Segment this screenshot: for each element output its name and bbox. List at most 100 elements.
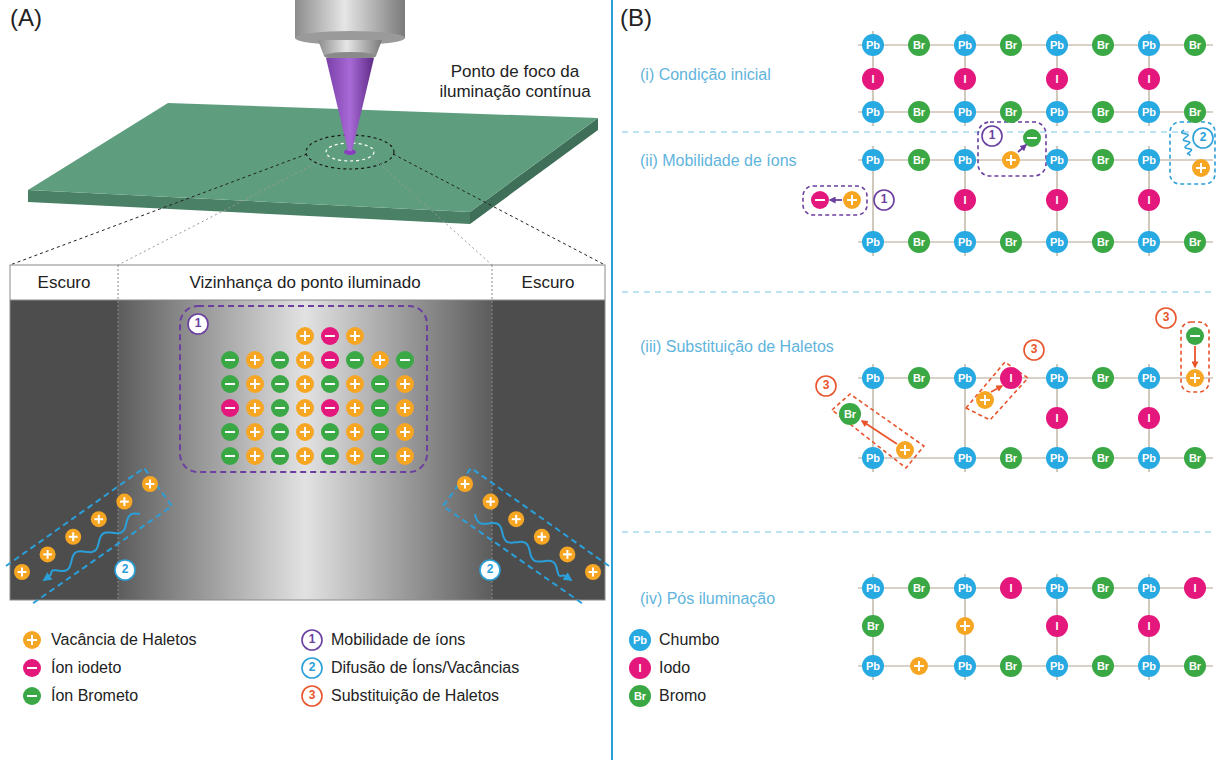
atom-symbol: Pb: [1142, 373, 1156, 384]
atom-symbol: I: [1147, 74, 1150, 85]
atom-symbol: Br: [1097, 40, 1109, 51]
callout-number: 2: [122, 563, 129, 577]
legend-entry: Íon Brometo: [21, 685, 138, 707]
bromide-ion: [396, 351, 414, 369]
bromine-atom: Br: [1092, 149, 1114, 171]
halide-vacancy: [296, 375, 314, 393]
legend-swatch: [629, 657, 651, 679]
iodide-ion: [811, 191, 829, 209]
atom-symbol: Pb: [958, 155, 972, 166]
bromide-ion: [400, 359, 410, 361]
halide-vacancy: [246, 351, 264, 369]
halide-vacancy: [142, 476, 158, 492]
atom-symbol: Pb: [958, 40, 972, 51]
light-cone: [326, 58, 374, 151]
halide-vacancy: [254, 403, 256, 413]
iodine-atom: I: [1138, 189, 1160, 211]
atom-symbol: Pb: [1050, 453, 1064, 464]
halide-vacancy: [1010, 155, 1012, 165]
zoom-panel: [118, 300, 492, 600]
halide-vacancy: [346, 447, 364, 465]
halide-vacancy: [91, 511, 107, 527]
zoom-lines: [118, 157, 328, 265]
zoom-lines: [372, 157, 492, 265]
atom-symbol: I: [1193, 583, 1196, 594]
bromine-atom: Br: [908, 367, 930, 389]
callout-ring: [302, 686, 322, 706]
callout-ring: [816, 376, 836, 396]
halide-vacancy: [976, 391, 994, 409]
atom-symbol: Pb: [1050, 373, 1064, 384]
legend-swatch: [21, 657, 43, 679]
lead-atom: Pb: [1046, 447, 1068, 469]
process-box: [978, 122, 1046, 176]
stage-title: (iii) Substituição de Haletos: [640, 338, 834, 356]
migration-arrow: [991, 386, 1002, 392]
halide-vacancy: [508, 511, 524, 527]
atom-symbol: Br: [844, 409, 856, 420]
callout-ring: [982, 126, 1002, 146]
lead-atom: Pb: [1046, 149, 1068, 171]
bromide-ion: [271, 375, 289, 393]
halide-vacancy: [585, 564, 601, 580]
region-label: Vizinhança do ponto iluminado: [189, 273, 420, 293]
halide-vacancy: [483, 494, 499, 510]
bromide-ion: [275, 383, 285, 385]
halide-vacancy: [354, 403, 356, 413]
bromide-ion: [346, 351, 364, 369]
halide-vacancy: [964, 621, 966, 631]
diffusion-region: [443, 468, 609, 604]
halide-vacancy: [1002, 151, 1020, 169]
bromine-atom: Br: [908, 101, 930, 123]
halide-vacancy: [371, 351, 389, 369]
bromide-ion: [221, 447, 239, 465]
atom-symbol: Pb: [866, 661, 880, 672]
legend-swatch: [629, 685, 651, 707]
bromide-ion: [321, 423, 339, 441]
halide-vacancy: [296, 375, 314, 393]
atom-symbol: Pb: [958, 237, 972, 248]
halide-vacancy: [1200, 163, 1202, 173]
sample-slab: [28, 103, 598, 224]
halide-vacancy: [246, 399, 264, 417]
bromide-ion: [271, 351, 289, 369]
halide-vacancy: [304, 355, 306, 365]
halide-vacancy: [404, 451, 406, 461]
atom-symbol: I: [1055, 74, 1058, 85]
halide-vacancy: [142, 476, 158, 492]
callout-number: 3: [1031, 343, 1038, 357]
bromine-atom: Br: [1092, 447, 1114, 469]
lead-atom: Pb: [862, 577, 884, 599]
halide-vacancy: [896, 441, 914, 459]
bromine-atom: Br: [1092, 655, 1114, 677]
callout-number: 2: [1200, 131, 1207, 145]
lead-atom: Pb: [1138, 447, 1160, 469]
bromine-atom: Br: [908, 34, 930, 56]
bromide-ion: [371, 423, 389, 441]
atom-symbol: I: [963, 195, 966, 206]
region-label: Escuro: [38, 273, 91, 293]
process-box: [803, 122, 1215, 468]
diffusion-arrow: [44, 514, 140, 580]
halide-vacancy: [14, 564, 30, 580]
legend-entry: Vacância de Haletos: [21, 629, 197, 651]
halide-vacancy: [396, 375, 414, 393]
halide-vacancy: [508, 511, 524, 527]
atom-symbol: Br: [913, 155, 925, 166]
zoom-panel: [492, 265, 493, 600]
callout-ring: [1156, 308, 1176, 328]
atom-symbol: I: [1055, 621, 1058, 632]
bromide-ion: [371, 447, 389, 465]
callout-number: 1: [309, 633, 316, 647]
stage-title: (iv) Pós iluminação: [640, 590, 775, 608]
atom-symbol: Pb: [1050, 155, 1064, 166]
bromine-atom: Br: [1092, 101, 1114, 123]
halide-vacancy: [40, 546, 56, 562]
atom-symbol: Br: [913, 373, 925, 384]
bromide-ion: [375, 407, 385, 409]
legend-symbol: [27, 667, 37, 669]
atom-symbol: Pb: [866, 107, 880, 118]
bromide-ion: [350, 359, 360, 361]
bromine-atom: Br: [1000, 447, 1022, 469]
panel-divider: [611, 0, 613, 760]
